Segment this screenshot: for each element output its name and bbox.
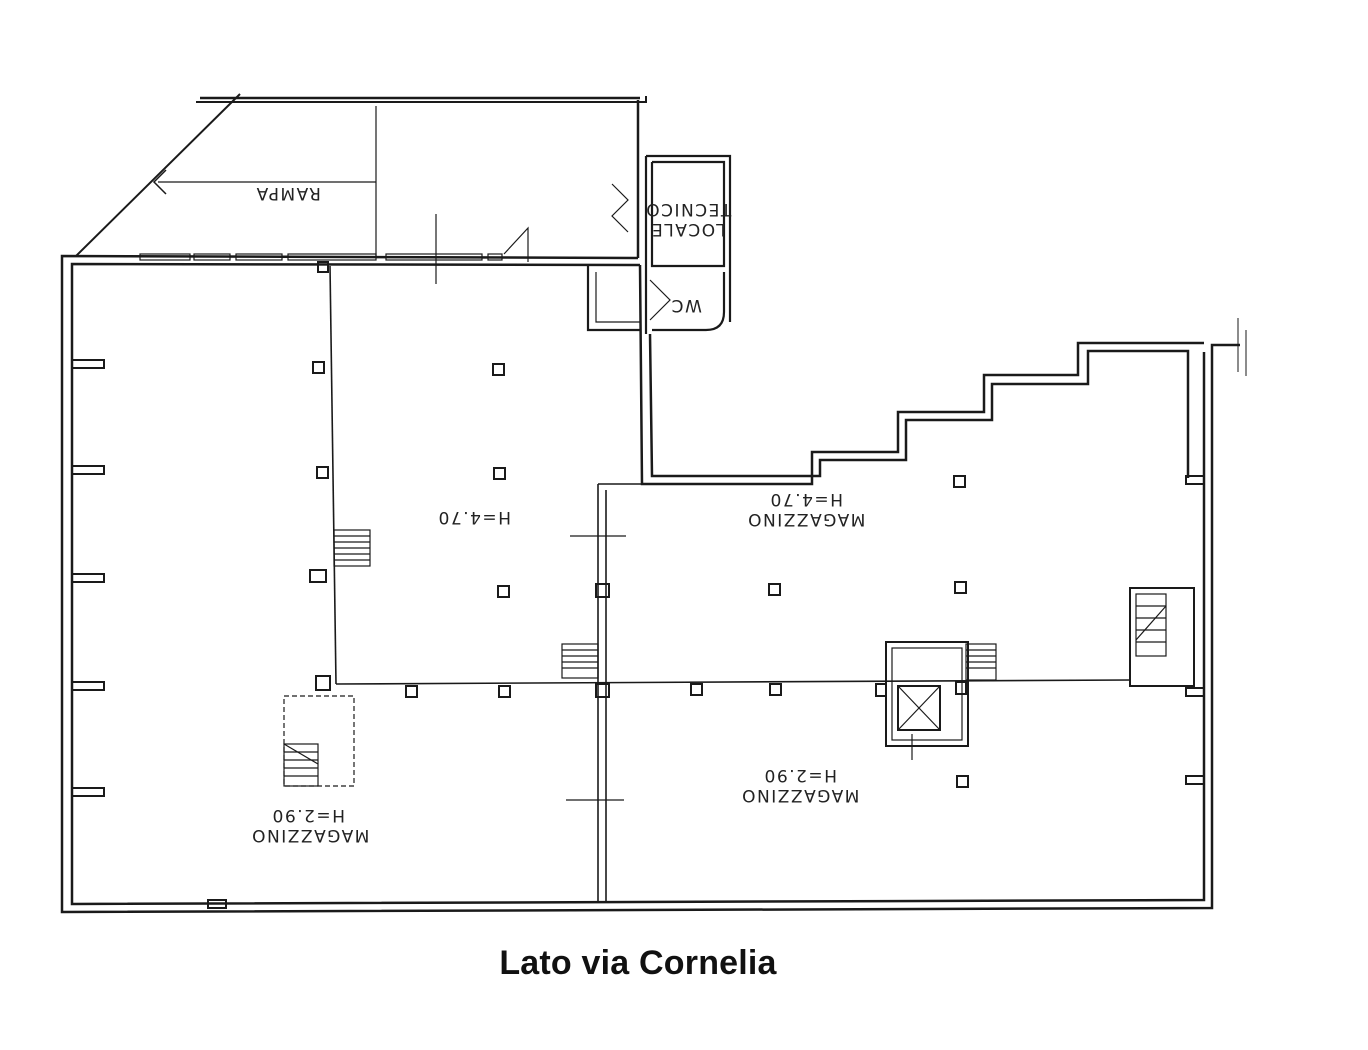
interior-walls xyxy=(329,265,1131,902)
label-lower-right-name: MAGAZZINO xyxy=(741,785,860,805)
label-technical-line1: LOCALE xyxy=(651,219,726,239)
stairs xyxy=(283,529,1195,787)
label-ramp: RAMPA xyxy=(255,183,321,203)
wall-pilasters xyxy=(72,261,1204,909)
service-rooms xyxy=(586,154,732,334)
outer-wall xyxy=(60,254,1240,914)
label-upper-right-name: MAGAZZINO xyxy=(747,509,866,529)
plan-caption: Lato via Cornelia xyxy=(499,944,777,982)
label-wc: WC xyxy=(670,295,702,315)
label-lower-right-height: H=2.90 xyxy=(763,765,837,785)
label-upper-left-height: H=4.70 xyxy=(437,507,511,527)
label-lower-left-name: MAGAZZINO xyxy=(251,825,370,845)
ramp-area xyxy=(75,93,647,284)
elevator xyxy=(875,641,969,747)
label-technical-line2: TECNICO xyxy=(645,199,732,219)
label-upper-right-height: H=4.70 xyxy=(769,489,843,509)
top-wall-windows xyxy=(139,253,503,261)
label-lower-left-height: H=2.90 xyxy=(271,805,345,825)
columns xyxy=(309,361,969,788)
room-labels: RAMPA LOCALE TECNICO WC H=4.70 H=4.70 MA… xyxy=(251,183,866,845)
edge-marks xyxy=(1237,318,1247,376)
